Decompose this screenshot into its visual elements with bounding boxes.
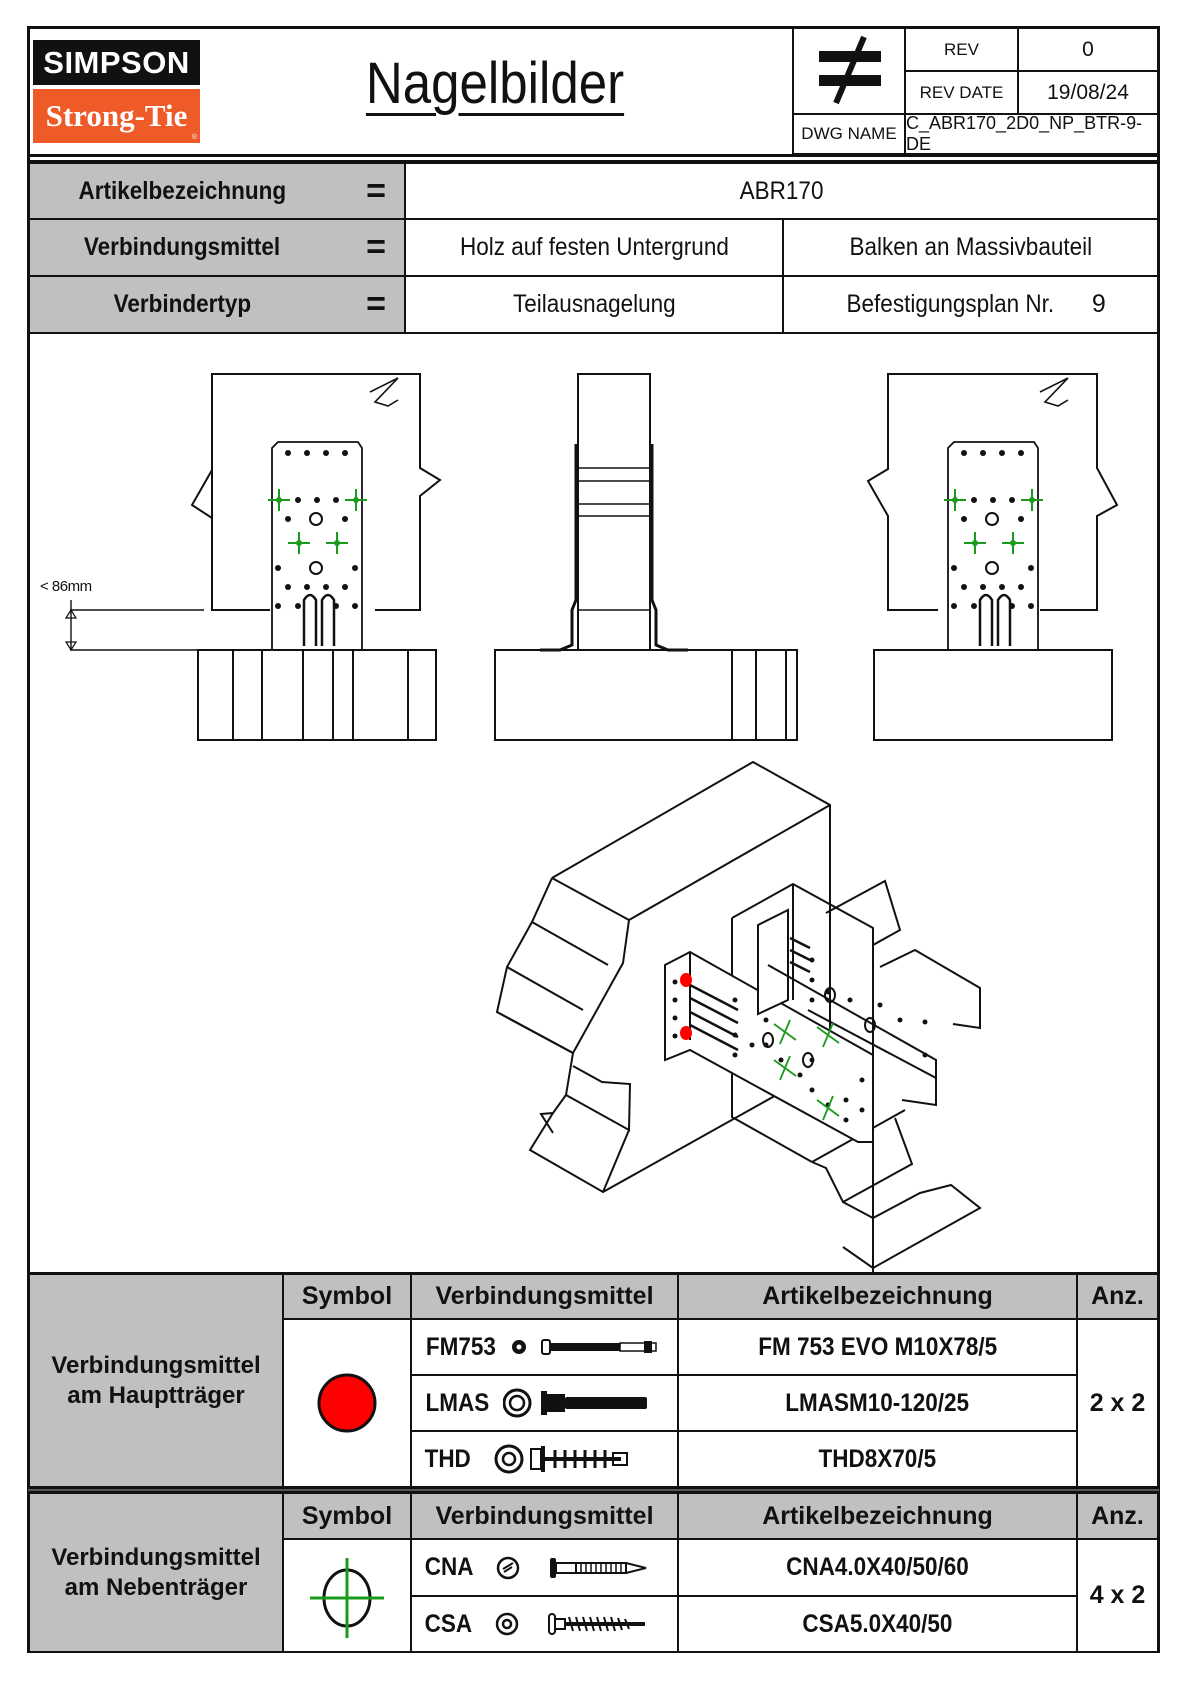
table-row-article: THD8X70/5	[677, 1430, 1078, 1488]
article-code: THD8X70/5	[818, 1444, 937, 1473]
section-label-line2: am Hauptträger	[67, 1381, 245, 1409]
page-title: Nagelbilder	[323, 44, 666, 124]
fastener-name: THD	[424, 1444, 471, 1473]
front-view-right	[866, 373, 1119, 741]
table-row-article: LMASM10-120/25	[677, 1374, 1078, 1432]
info-value-text: Holz auf festen Untergrund	[459, 233, 729, 261]
rev-value-text: 0	[1082, 37, 1094, 61]
info-value-text: ABR170	[739, 176, 824, 205]
table1-header-article: Artikelbezeichnung	[677, 1273, 1078, 1320]
crosshair-circle-symbol-icon	[310, 1557, 384, 1638]
table1-header-symbol: Symbol	[282, 1273, 412, 1320]
rev-date-value-text: 19/08/24	[1047, 80, 1129, 104]
info-label-text: Verbindungsmittel	[83, 233, 281, 261]
plan-number: 9	[1091, 290, 1106, 318]
logo-simpson: SIMPSON	[33, 40, 200, 85]
ring-nail-icon	[496, 1556, 647, 1579]
isometric-view	[495, 760, 982, 1280]
rev-date-label-text: REV DATE	[919, 82, 1004, 102]
fastener-name: LMAS	[425, 1388, 490, 1417]
info-label-fastener: Verbindungsmittel =	[28, 218, 406, 277]
section-label-line2: am Nebenträger	[64, 1573, 248, 1601]
logo-strong-tie: Strong-Tie®	[33, 89, 200, 143]
article-code: CSA5.0X40/50	[802, 1609, 953, 1638]
header-text: Artikelbezeichnung	[762, 1282, 993, 1310]
fastener-name: CNA	[424, 1553, 474, 1581]
info-label-connector-type: Verbindertyp =	[28, 275, 406, 334]
fastener-name: CSA	[424, 1609, 473, 1638]
plan-label: Befestigungsplan Nr.	[846, 290, 1055, 318]
table2-header-article: Artikelbezeichnung	[677, 1492, 1078, 1540]
info-value-connector-type: Teilausnagelung	[404, 275, 784, 334]
table-row: LMAS	[410, 1374, 679, 1432]
hex-anchor-icon	[502, 1388, 647, 1418]
equals-sign: =	[366, 228, 386, 266]
info-value-text: Balken an Massivbauteil	[849, 233, 1092, 261]
article-code: CNA4.0X40/50/60	[786, 1553, 969, 1581]
fastener-name: FM753	[425, 1332, 496, 1361]
table1-quantity: 2 x 2	[1076, 1318, 1159, 1488]
dimension-label: < 86mm	[40, 578, 92, 595]
table-row-article: CSA5.0X40/50	[677, 1595, 1078, 1653]
concrete-screw-icon	[494, 1444, 629, 1474]
page-title-text: Nagelbilder	[365, 51, 625, 116]
table2-quantity: 4 x 2	[1076, 1538, 1159, 1653]
info-label-article: Artikelbezeichnung =	[28, 162, 406, 220]
header-text: Symbol	[301, 1282, 393, 1310]
table2-header-qty: Anz.	[1076, 1492, 1159, 1540]
table-row: CNA	[410, 1538, 679, 1597]
red-circle-symbol-icon	[317, 1373, 377, 1433]
quantity-text: 2 x 2	[1089, 1388, 1146, 1417]
table-row-article: CNA4.0X40/50/60	[677, 1538, 1078, 1597]
article-code: FM 753 EVO M10X78/5	[758, 1332, 997, 1361]
equals-sign: =	[366, 171, 386, 210]
header-text: Symbol	[301, 1501, 393, 1530]
section-label-line1: Verbindungsmittel	[51, 1543, 261, 1571]
plate-holes	[275, 450, 358, 609]
table-row: CSA	[410, 1595, 679, 1653]
info-label-text: Artikelbezeichnung	[78, 176, 286, 205]
table2-symbol-cell	[282, 1538, 412, 1653]
main-beam-anchors	[680, 973, 692, 1040]
dwg-name-value-text: C_ABR170_2D0_NP_BTR-9-DE	[906, 113, 1143, 154]
info-value-text: Teilausnagelung	[512, 290, 676, 318]
table-row-article: FM 753 EVO M10X78/5	[677, 1318, 1078, 1376]
header-divider	[28, 154, 1159, 157]
header-divider-2	[28, 160, 1159, 163]
dwg-name-label-text: DWG NAME	[801, 124, 897, 143]
header-text: Anz.	[1091, 1282, 1144, 1310]
not-equal-icon	[819, 35, 881, 105]
logo-bottom-text: Strong-Tie	[45, 98, 188, 133]
front-view-left	[64, 373, 442, 741]
header-text: Artikelbezeichnung	[762, 1501, 993, 1530]
table1-header-qty: Anz.	[1076, 1273, 1159, 1320]
side-view	[494, 373, 798, 741]
table-row: THD	[410, 1430, 679, 1488]
dwg-name-value: C_ABR170_2D0_NP_BTR-9-DE	[904, 113, 1159, 155]
header-text: Verbindungsmittel	[435, 1282, 654, 1310]
quantity-text: 4 x 2	[1089, 1581, 1146, 1609]
header-text: Anz.	[1091, 1501, 1144, 1530]
section-label-line1: Verbindungsmittel	[51, 1351, 261, 1379]
info-label-text: Verbindertyp	[113, 290, 251, 318]
registered-mark: ®	[191, 134, 197, 141]
table-row: FM753	[410, 1318, 679, 1376]
wood-screw-icon	[495, 1612, 645, 1636]
header-text: Verbindungsmittel	[435, 1501, 654, 1530]
info-value-plan-number: Befestigungsplan Nr. 9	[782, 275, 1159, 334]
rev-label-text: REV	[944, 39, 979, 59]
logo-top-text: SIMPSON	[43, 44, 190, 80]
article-code: LMASM10-120/25	[785, 1388, 970, 1417]
table1-header-fastener: Verbindungsmittel	[410, 1273, 679, 1320]
anchor-bolt-icon	[511, 1339, 657, 1355]
table2-header-fastener: Verbindungsmittel	[410, 1492, 679, 1540]
table2-header-symbol: Symbol	[282, 1492, 412, 1540]
equals-sign: =	[366, 285, 386, 323]
table1-symbol-cell	[282, 1318, 412, 1488]
